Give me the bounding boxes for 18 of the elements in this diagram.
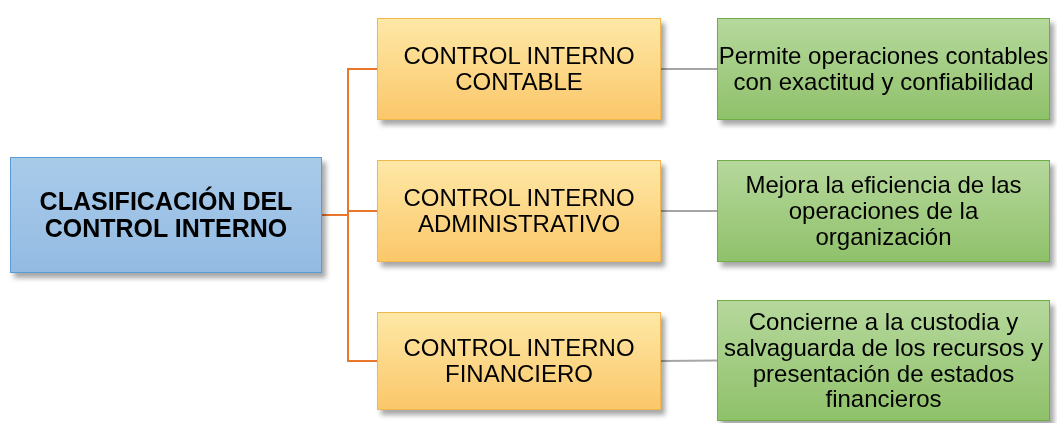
category-box [10, 157, 322, 273]
description-box [717, 300, 1050, 421]
type-box [377, 312, 661, 410]
box-text: CONTROL INTERNO CONTABLE [402, 43, 636, 95]
box-text: Mejora la eficiencia de las operaciones de la organización [744, 172, 1023, 250]
description-box [717, 18, 1050, 120]
box-text: CLASIFICACIÓN DEL CONTROL INTERNO [38, 188, 294, 242]
connector-line [660, 68, 718, 70]
box-text: Concierne a la custodia y salvaguarda de los recursos y presentación de estados financieros [723, 308, 1044, 413]
box-text: CONTROL INTERNO FINANCIERO [402, 335, 636, 387]
connector-line [321, 214, 378, 362]
connector-line [660, 210, 718, 212]
connector-line [660, 359, 718, 362]
type-box [377, 160, 661, 262]
box-text: CONTROL INTERNO ADMINISTRATIVO [402, 185, 636, 237]
type-box [377, 18, 661, 120]
box-text: Permite operaciones contables con exactitud y confiabilidad [718, 43, 1049, 95]
description-box [717, 160, 1050, 262]
